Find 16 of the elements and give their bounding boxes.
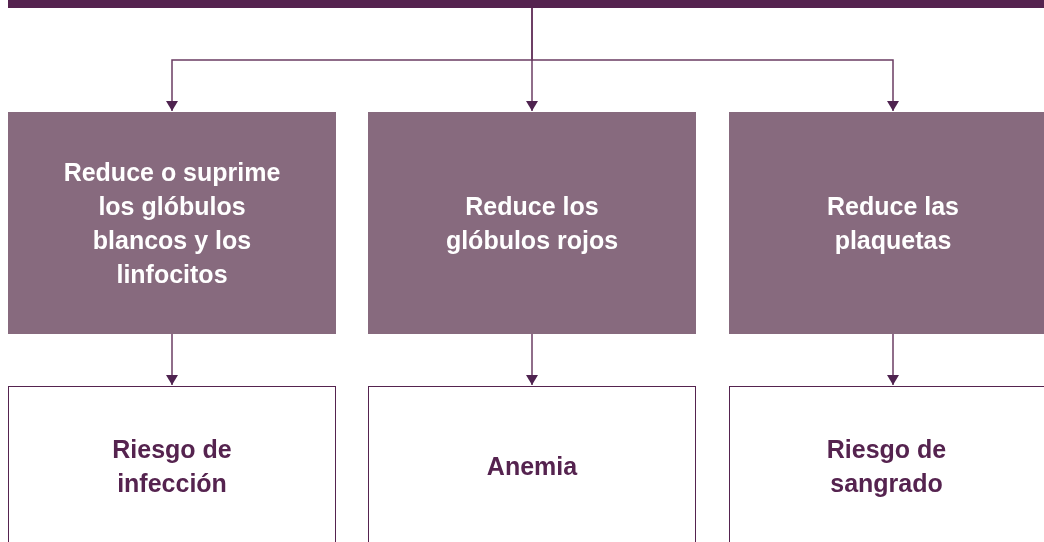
effect-box xyxy=(729,112,1044,334)
box-text: Riesgo de infección xyxy=(111,434,233,499)
arrow xyxy=(526,333,538,386)
risk-box xyxy=(8,386,336,542)
box-text: Reduce los glóbulos rojos xyxy=(444,191,620,256)
risk-box xyxy=(368,386,696,542)
box-text: Anemia xyxy=(486,451,578,482)
effect-box xyxy=(368,112,696,334)
arrow xyxy=(531,7,899,112)
arrow xyxy=(887,333,899,386)
box-text: Reduce o suprime los glóbulos blancos y los linfocitos xyxy=(62,157,282,290)
effect-box xyxy=(8,112,336,334)
arrow xyxy=(166,333,178,386)
box-text: Riesgo de sangrado xyxy=(825,434,948,499)
risk-box xyxy=(729,386,1044,542)
box-text: Reduce las plaquetas xyxy=(826,191,960,256)
